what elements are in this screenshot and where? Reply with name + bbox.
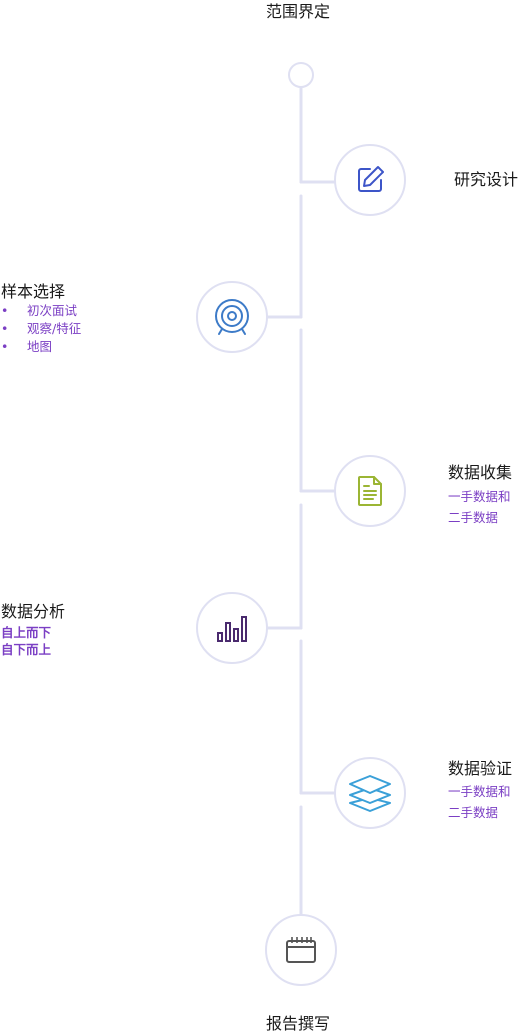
data-validation-node bbox=[334, 757, 406, 829]
data-validation-line-1: 一手数据和 bbox=[448, 784, 511, 799]
target-icon bbox=[215, 299, 249, 335]
data-collection-node bbox=[334, 455, 406, 527]
data-collection-line-2: 二手数据 bbox=[448, 510, 499, 525]
sample-selection-node bbox=[196, 281, 268, 353]
scope-definition-label: 范围界定 bbox=[266, 2, 331, 21]
bar-chart-icon bbox=[217, 616, 247, 642]
report-writing-node bbox=[265, 914, 337, 986]
data-analysis-line-1: 自上而下 bbox=[1, 625, 52, 640]
list-item: 初次面试 bbox=[1, 302, 81, 320]
step-title-data-collection: 数据收集 bbox=[448, 463, 513, 482]
step-title-data-analysis: 数据分析 bbox=[1, 602, 66, 621]
list-item: 地图 bbox=[1, 338, 81, 356]
data-validation-line-2: 二手数据 bbox=[448, 805, 499, 820]
list-item: 观察/特征 bbox=[1, 320, 81, 338]
calendar-icon bbox=[286, 937, 316, 963]
step-title-sample-selection: 样本选择 bbox=[1, 282, 66, 301]
data-analysis-line-2: 自下而上 bbox=[1, 642, 52, 657]
data-collection-line-1: 一手数据和 bbox=[448, 489, 511, 504]
data-analysis-node bbox=[196, 592, 268, 664]
research-design-node bbox=[334, 144, 406, 216]
step-title-data-validation: 数据验证 bbox=[448, 759, 513, 778]
timeline-start-dot bbox=[288, 62, 314, 88]
sample-selection-list: 初次面试 观察/特征 地图 bbox=[1, 302, 81, 356]
step-title-research-design: 研究设计 bbox=[454, 170, 519, 189]
document-icon bbox=[358, 476, 382, 506]
edit-icon bbox=[358, 166, 384, 192]
report-writing-label: 报告撰写 bbox=[266, 1014, 331, 1033]
layers-icon bbox=[349, 775, 391, 812]
